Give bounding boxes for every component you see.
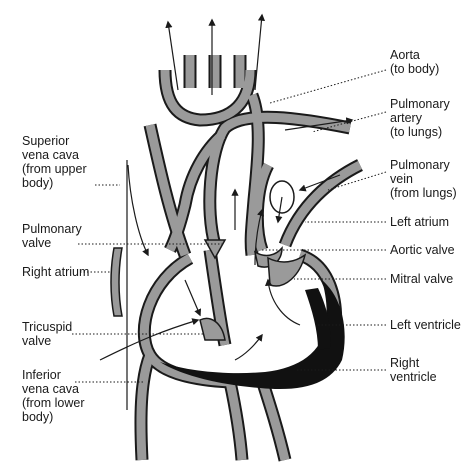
septum-wall (305, 288, 331, 350)
arrow-la-up (254, 208, 264, 266)
arrow-pulm-artery (284, 117, 354, 131)
label-aortic-valve: Aortic valve (390, 243, 455, 257)
valves (199, 239, 307, 341)
leader-pulmonary-artery (311, 111, 387, 133)
arrow-ivc-up (99, 318, 200, 361)
label-pulmonary-valve: Pulmonary valve (22, 222, 82, 250)
right-atrium-wall (110, 247, 123, 317)
pulmonary-valve-leaflet (203, 239, 227, 260)
flow-arrows (99, 13, 354, 361)
label-tricuspid-valve: Tricuspid valve (22, 320, 73, 348)
label-pulmonary-vein: Pulmonary vein (from lungs) (390, 158, 457, 200)
mitral-valve-leaflet (267, 253, 307, 287)
arrow-la-down (275, 196, 283, 224)
label-left-atrium: Left atrium (390, 215, 450, 229)
arrow-svc-down (127, 164, 149, 257)
label-inferior-vena-cava: Inferior vena cava (from lower body) (22, 368, 85, 424)
label-left-ventricle: Left ventricle (390, 318, 461, 332)
arrow-pulm-vein (298, 174, 341, 192)
arrow-rv (234, 333, 263, 361)
label-mitral-valve: Mitral valve (390, 272, 454, 286)
label-right-atrium: Right atrium (22, 265, 90, 279)
label-aorta: Aorta (to body) (390, 48, 440, 76)
arrow-ra (184, 279, 202, 317)
arrow-lv (264, 278, 301, 326)
label-pulmonary-artery: Pulmonary artery (to lungs) (390, 97, 450, 139)
label-superior-vena-cava: Superior vena cava (from upper body) (22, 134, 87, 190)
vessel-walls (134, 55, 363, 462)
leader-aorta (269, 69, 387, 104)
arrow-aorta-up-right (254, 13, 266, 91)
arrow-aorta-up-left (165, 20, 179, 91)
left-ventricle-wall (160, 280, 345, 390)
tricuspid-valve-leaflet (199, 317, 226, 341)
label-right-ventricle: Right ventricle (390, 356, 437, 384)
leader-lines (72, 69, 387, 383)
